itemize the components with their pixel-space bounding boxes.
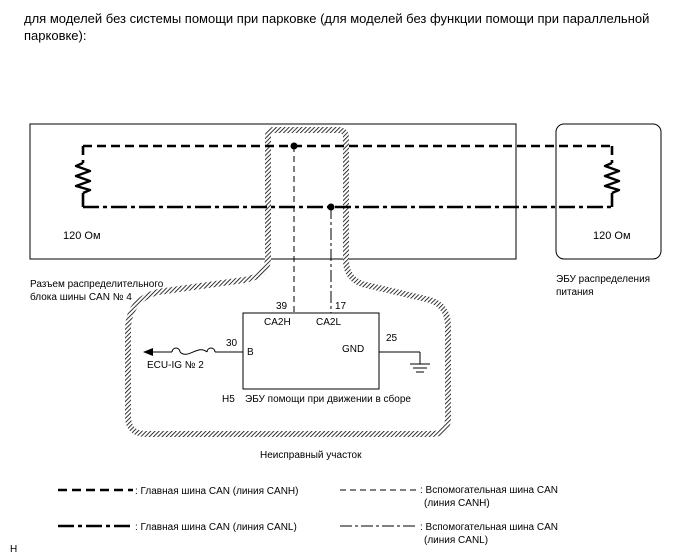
ecu-ig-label: ECU-IG № 2 bbox=[147, 360, 204, 371]
resistor-right-symbol bbox=[603, 161, 621, 195]
pin-b-name: B bbox=[247, 347, 254, 358]
arrow-left-icon bbox=[143, 348, 153, 356]
connector-label-line2: блока шины CAN № 4 bbox=[30, 291, 132, 303]
power-ecu-label-line1: ЭБУ распределения bbox=[556, 274, 650, 285]
driving-assist-ecu-box bbox=[242, 312, 380, 390]
main-canl-line bbox=[81, 193, 614, 209]
ecu-ig-fuse-wire bbox=[143, 347, 243, 356]
pin-gnd-name: GND bbox=[342, 344, 364, 355]
ground-wire bbox=[379, 351, 430, 373]
can-junction-connector-box bbox=[29, 123, 517, 260]
pin-canl-name: CA2L bbox=[316, 317, 341, 328]
pin-gnd-number: 25 bbox=[386, 333, 398, 344]
faulty-area-outline bbox=[125, 127, 451, 437]
resistor-right-label: 120 Ом bbox=[593, 230, 631, 242]
legend-main-canh-text: : Главная шина CAN (линия CANH) bbox=[135, 486, 298, 497]
connector-code: H5 bbox=[222, 394, 235, 405]
legend: : Главная шина CAN (линия CANH) : Вспомо… bbox=[58, 485, 558, 546]
diagram-caption: для моделей без системы помощи при парко… bbox=[24, 11, 650, 43]
connector-label-line1: Разъем распределительного bbox=[30, 279, 164, 290]
pin-canh-number: 39 bbox=[276, 301, 288, 312]
legend-sub-canl-text-line2: (линия CANL) bbox=[424, 535, 488, 546]
ecu-label: ЭБУ помощи при движении в сборе bbox=[245, 393, 411, 405]
resistor-left-label: 120 Ом bbox=[63, 230, 101, 242]
pin-canh-name: CA2H bbox=[264, 317, 291, 328]
legend-sub-canl-text-line1: : Вспомогательная шина CAN bbox=[420, 522, 558, 533]
footer-code: H bbox=[10, 544, 17, 555]
ground-icon bbox=[410, 363, 430, 373]
legend-sub-canh-text-line2: (линия CANH) bbox=[424, 498, 490, 509]
main-canh-line bbox=[81, 144, 614, 163]
resistor-left-symbol bbox=[74, 161, 92, 195]
fault-area-label: Неисправный участок bbox=[260, 450, 362, 461]
legend-main-canl-text: : Главная шина CAN (линия CANL) bbox=[135, 522, 297, 533]
pin-b-number: 30 bbox=[226, 338, 238, 349]
power-distribution-ecu-box bbox=[555, 123, 662, 260]
legend-sub-canh-text-line1: : Вспомогательная шина CAN bbox=[420, 485, 558, 496]
pin-canl-number: 17 bbox=[335, 301, 347, 312]
power-ecu-label-line2: питания bbox=[556, 287, 594, 298]
